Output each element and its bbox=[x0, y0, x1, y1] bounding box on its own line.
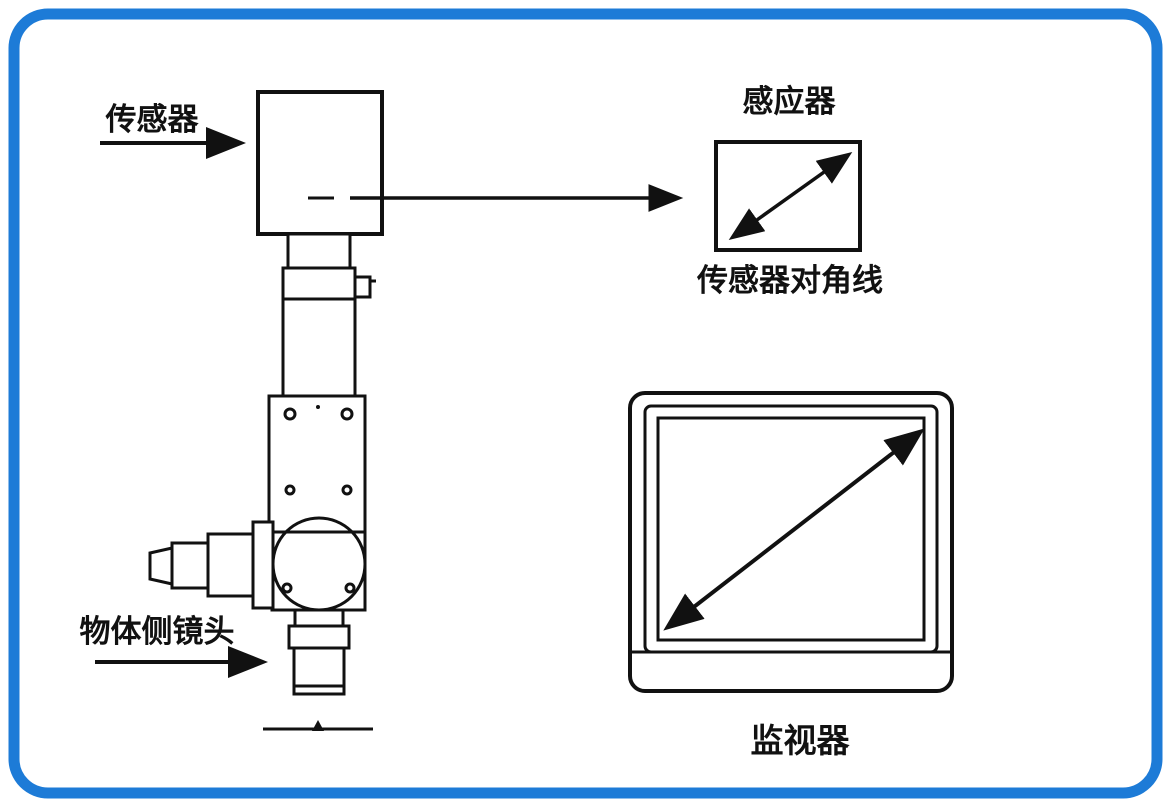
sensor-diagonal-label: 传感器对角线 bbox=[696, 263, 883, 299]
screw-bottom-left bbox=[281, 582, 293, 594]
screw-bottom-right bbox=[344, 582, 356, 594]
thumbscrew bbox=[353, 275, 372, 299]
lens-ring bbox=[287, 624, 351, 650]
optical-axis-arrow bbox=[312, 720, 324, 731]
lens-flange bbox=[293, 608, 345, 628]
side-plate bbox=[251, 520, 275, 610]
object-side-lens-label: 物体侧镜头 bbox=[80, 614, 235, 650]
side-step-large bbox=[206, 532, 255, 598]
upper-barrel bbox=[281, 266, 357, 398]
sensor-chip-diagonal-arrow bbox=[728, 151, 853, 241]
screw-top-right bbox=[340, 407, 354, 421]
inductor-label: 感应器 bbox=[743, 84, 837, 120]
screw-top-left bbox=[283, 407, 297, 421]
screw-mid-left bbox=[284, 484, 296, 496]
monitor-label: 监视器 bbox=[751, 721, 851, 760]
monitor-diagram: 监视器 bbox=[628, 391, 954, 760]
sensor-chip-diagram: 感应器 传感器对角线 bbox=[696, 84, 883, 299]
monitor-diagonal-arrow bbox=[663, 428, 925, 631]
screw-top-center bbox=[316, 405, 320, 409]
sensor-label: 传感器 bbox=[105, 102, 200, 138]
side-step-small bbox=[148, 546, 174, 586]
side-step-medium bbox=[170, 541, 210, 590]
camera-assembly bbox=[148, 90, 384, 731]
screw-mid-right bbox=[341, 484, 353, 496]
page-border bbox=[8, 8, 1163, 799]
camera-body bbox=[256, 90, 384, 236]
camera-mount bbox=[286, 232, 352, 270]
monitor-outer bbox=[628, 391, 954, 693]
